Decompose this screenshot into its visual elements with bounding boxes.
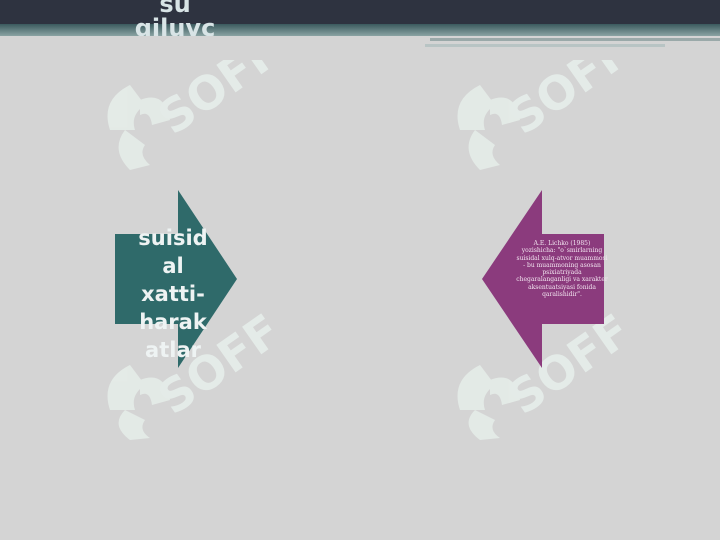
watermark-logo-icon: SOFF — [90, 23, 290, 200]
right-arrow-text: A.E. Lichko (1985) yozishicha: "o`smirla… — [516, 240, 608, 299]
header-rule-secondary — [425, 44, 665, 47]
svg-text:SOFF: SOFF — [498, 60, 640, 145]
svg-text:SOFF: SOFF — [148, 60, 290, 145]
top-bar-accent — [0, 24, 720, 36]
left-arrow-shape: suisid al xatti- harak atlar — [115, 190, 240, 368]
slide-title-fragment: su qiluvc — [134, 0, 216, 36]
top-bar — [0, 0, 720, 24]
left-arrow-text: suisid al xatti- harak atlar — [138, 226, 208, 362]
right-arrow-shape: A.E. Lichko (1985) yozishicha: "o`smirla… — [482, 190, 608, 368]
header-rule — [430, 38, 720, 41]
watermark-logo-icon: SOFF — [440, 23, 640, 200]
